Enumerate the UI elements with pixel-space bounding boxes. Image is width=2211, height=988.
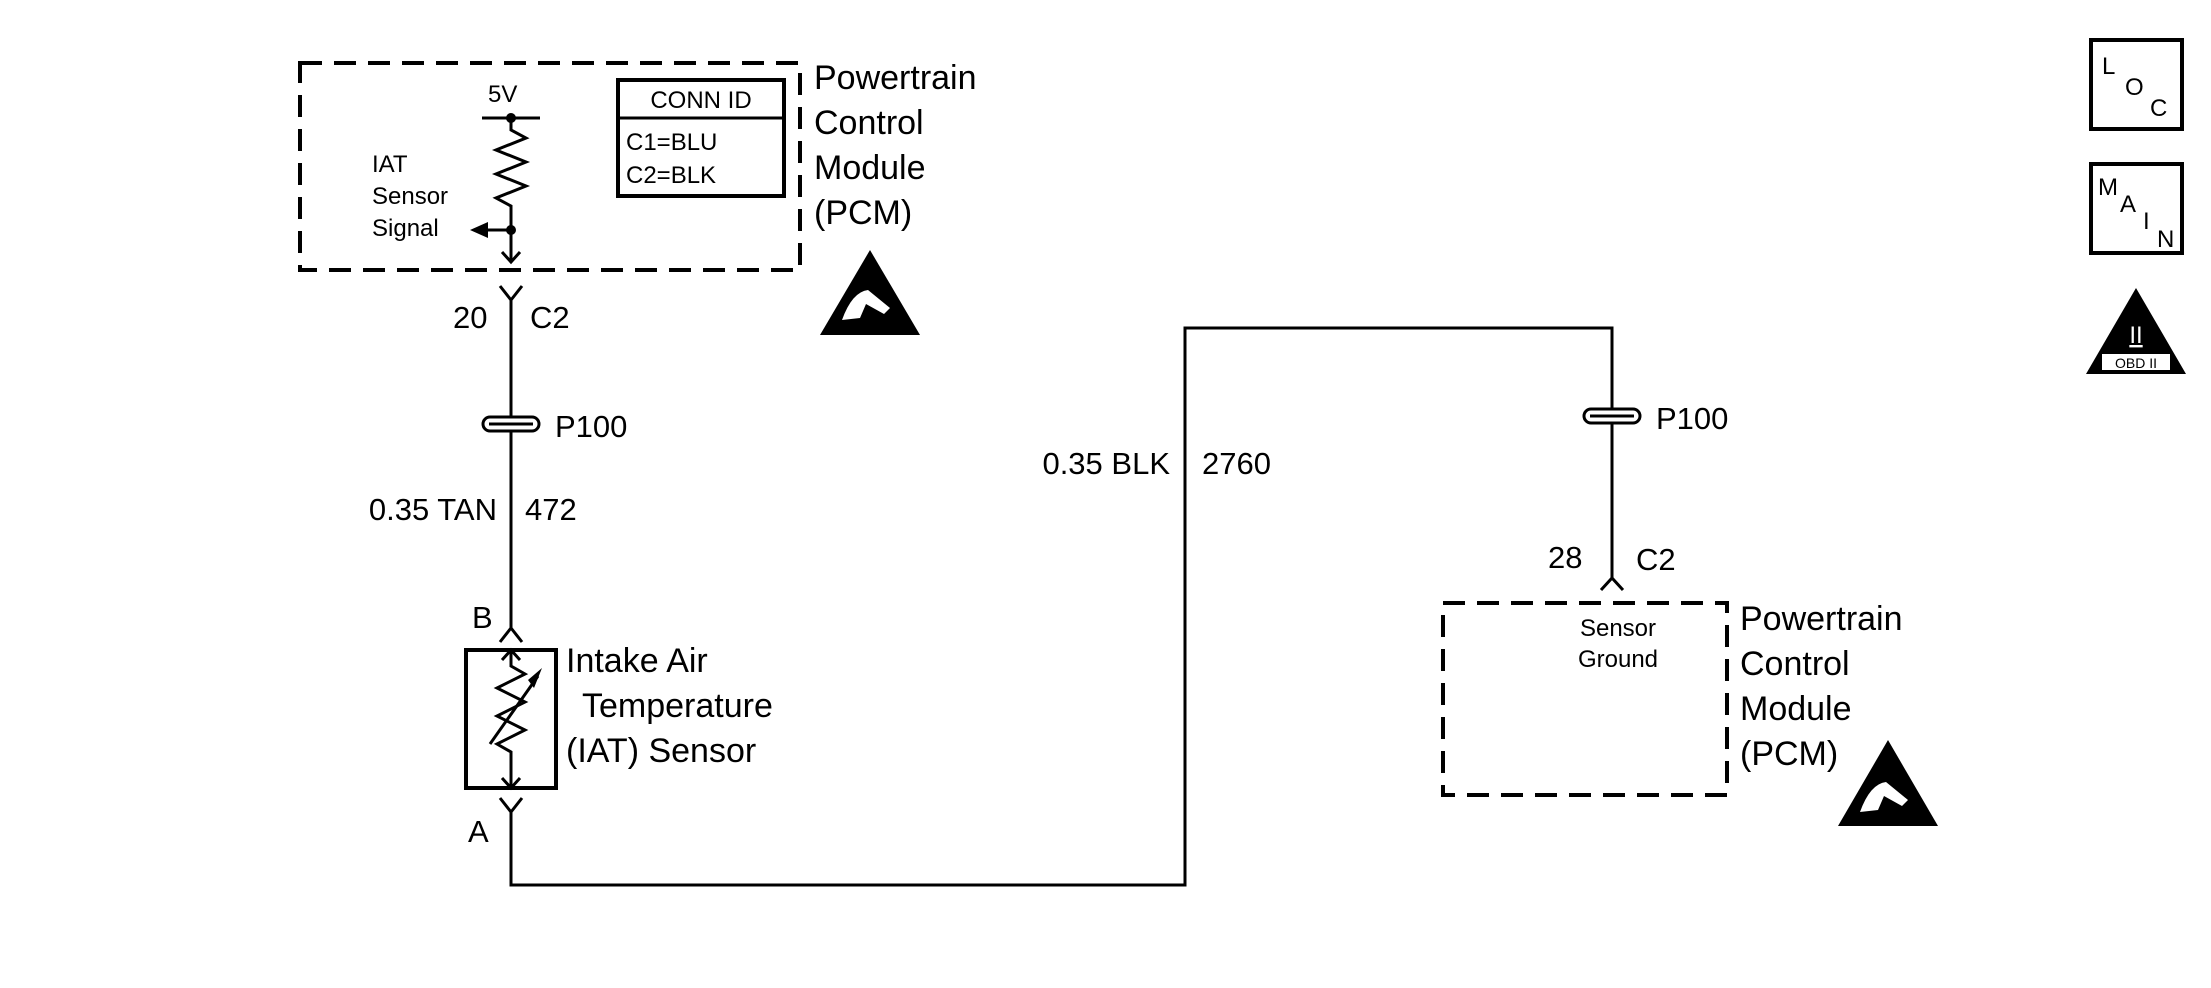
- pin-20-label: 20: [453, 300, 487, 335]
- connector-c2-bottom-label: C2: [1636, 542, 1676, 577]
- thermistor-symbol: [493, 650, 529, 788]
- conn-id-line-1: C1=BLU: [626, 129, 717, 156]
- loc-icon[interactable]: L O C: [2089, 38, 2184, 131]
- terminal-a-connector: [498, 797, 524, 815]
- signal-down-arrow: [500, 250, 522, 265]
- signal-arrow: [470, 222, 488, 238]
- svg-text:OBD II: OBD II: [2115, 355, 2157, 371]
- obd-ii-icon[interactable]: II OBD II: [2086, 288, 2186, 374]
- pcm-top-title-4: (PCM): [814, 194, 912, 232]
- sensor-ground-label-1: Sensor: [1580, 615, 1656, 642]
- conn-id-line-2: C2=BLK: [626, 162, 716, 189]
- pin-28-label: 28: [1548, 540, 1582, 575]
- sensor-ground-label-2: Ground: [1578, 646, 1658, 673]
- conn-id-box: CONN ID C1=BLU C2=BLK: [616, 78, 786, 198]
- thermistor-bottom-arrow: [500, 776, 522, 791]
- esd-warning-icon: [820, 250, 920, 335]
- svg-text:O: O: [2125, 74, 2144, 101]
- svg-text:II: II: [2129, 322, 2142, 349]
- pullup-resistor: [491, 118, 531, 230]
- pcm-top-dashed-border: [298, 61, 802, 272]
- pcm-bottom-dashed-border: [1441, 601, 1729, 797]
- pcm-bottom-title-2: Control: [1740, 645, 1850, 683]
- svg-text:M: M: [2098, 174, 2118, 201]
- iat-sensor-name-1: Intake Air: [566, 642, 708, 680]
- splice-p100-right: [1582, 407, 1642, 425]
- thermistor-variable-arrow: [528, 668, 542, 688]
- pcm-top-module: Powertrain Control Module (PCM) 5V IAT S…: [298, 59, 977, 335]
- wire-472-gauge-color: 0.35 TAN: [369, 492, 497, 527]
- connector-c2-top-pin20: [498, 285, 524, 303]
- supply-5v-label: 5V: [488, 81, 517, 108]
- svg-text:C: C: [2150, 95, 2167, 122]
- splice-p100-left-label: P100: [555, 409, 627, 444]
- terminal-b-connector: [498, 625, 524, 643]
- terminal-a-label: A: [468, 814, 489, 849]
- terminal-b-label: B: [472, 600, 493, 635]
- main-icon[interactable]: M A I N: [2089, 162, 2184, 255]
- wire-2760: [509, 326, 1614, 887]
- wire-2760-gauge-color: 0.35 BLK: [1042, 446, 1170, 481]
- iat-sensor-name-2: Temperature: [582, 687, 773, 725]
- esd-warning-icon: [1838, 740, 1938, 826]
- svg-text:I: I: [2143, 208, 2150, 235]
- wire-472-circuit: 472: [525, 492, 577, 527]
- connector-c2-top-label: C2: [530, 300, 570, 335]
- connector-c2-bottom-pin28: [1599, 575, 1625, 592]
- pcm-top-title-1: Powertrain: [814, 59, 977, 97]
- iat-sensor: B A Intake Air Temperature (IAT) Sensor: [464, 600, 773, 849]
- splice-p100-left: [481, 415, 541, 433]
- pcm-bottom-title-1: Powertrain: [1740, 600, 1903, 638]
- conn-id-header: CONN ID: [650, 87, 751, 114]
- splice-p100-right-label: P100: [1656, 401, 1728, 436]
- svg-text:A: A: [2120, 191, 2136, 218]
- pcm-top-title-2: Control: [814, 104, 924, 142]
- pcm-bottom-title-3: Module: [1740, 690, 1852, 728]
- svg-text:L: L: [2102, 53, 2115, 80]
- svg-text:N: N: [2157, 226, 2174, 253]
- iat-signal-label-2: Sensor: [372, 183, 448, 210]
- thermistor-variable-line: [488, 675, 540, 745]
- iat-sensor-name-3: (IAT) Sensor: [566, 732, 756, 770]
- wire-2760-circuit: 2760: [1202, 446, 1271, 481]
- pcm-bottom-module: Sensor Ground Powertrain Control Module …: [1441, 600, 1938, 826]
- thermistor-top-arrow: [500, 647, 522, 662]
- pcm-bottom-title-4: (PCM): [1740, 735, 1838, 773]
- iat-signal-label-3: Signal: [372, 215, 439, 242]
- iat-signal-label-1: IAT: [372, 151, 408, 178]
- pcm-top-title-3: Module: [814, 149, 926, 187]
